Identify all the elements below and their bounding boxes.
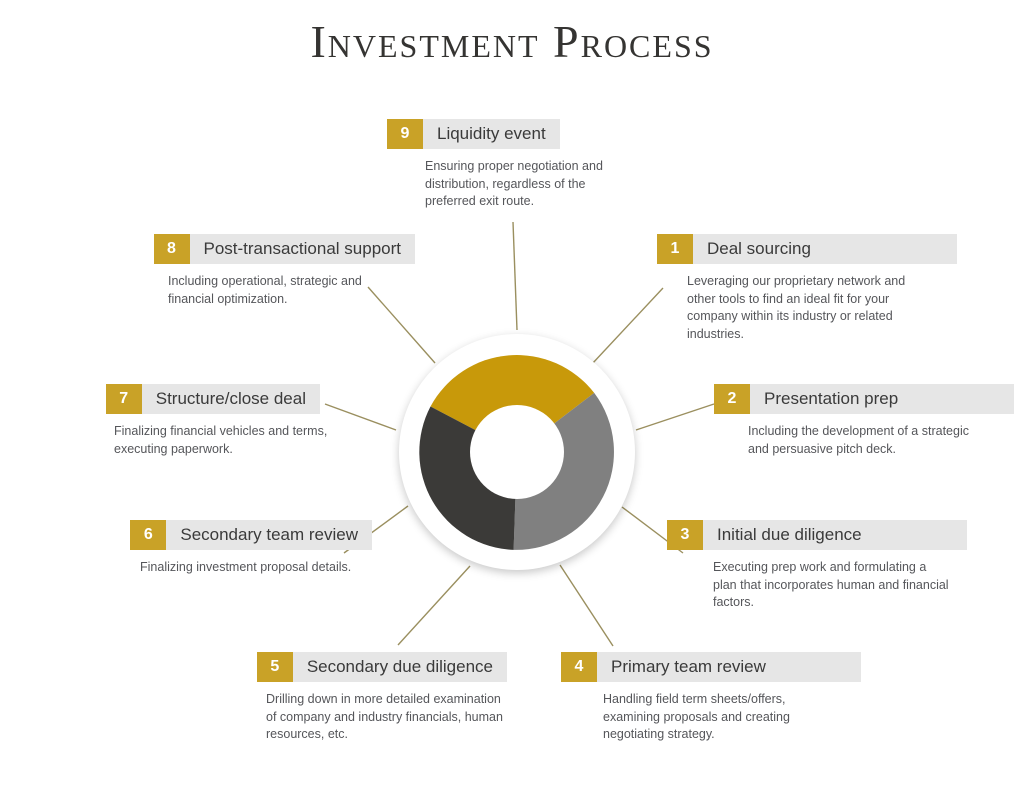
step-5[interactable]: 5 Secondary due diligence Drilling down … (222, 652, 507, 744)
donut-segment-gray (513, 392, 614, 550)
step-7-description: Finalizing financial vehicles and terms,… (114, 424, 328, 456)
step-2-bar[interactable]: 2 Presentation prep (714, 384, 1014, 414)
step-2[interactable]: 2 Presentation prep Including the develo… (714, 384, 1014, 458)
step-4-number: 4 (561, 652, 597, 682)
step-9[interactable]: 9 Liquidity event Ensuring proper negoti… (387, 119, 647, 211)
step-6-bar[interactable]: 6 Secondary team review (130, 520, 372, 550)
step-9-title: Liquidity event (437, 124, 546, 143)
step-6-title: Secondary team review (180, 525, 358, 544)
step-4-description: Handling field term sheets/offers, exami… (603, 692, 790, 741)
step-2-title: Presentation prep (764, 389, 899, 408)
step-7[interactable]: 7 Structure/close deal Finalizing financ… (80, 384, 327, 458)
step-2-number: 2 (714, 384, 750, 414)
connector-to-step-9 (512, 221, 518, 331)
donut-inner-hole (470, 405, 564, 499)
step-8-title: Post-transactional support (203, 239, 402, 258)
step-2-description: Including the development of a strategic… (748, 424, 969, 456)
step-6-number: 6 (130, 520, 167, 550)
step-1-number: 1 (657, 234, 693, 264)
step-3-bar[interactable]: 3 Initial due diligence (667, 520, 967, 550)
step-4-bar[interactable]: 4 Primary team review (561, 652, 861, 682)
donut-segment-gold (430, 354, 595, 452)
step-9-number: 9 (387, 119, 423, 149)
step-3[interactable]: 3 Initial due diligence Executing prep w… (667, 520, 967, 612)
connector-to-step-2 (635, 403, 715, 431)
step-7-number: 7 (105, 384, 142, 414)
step-9-bar[interactable]: 9 Liquidity event (387, 119, 560, 149)
step-6[interactable]: 6 Secondary team review Finalizing inves… (102, 520, 372, 577)
step-7-title: Structure/close deal (155, 389, 306, 408)
step-1[interactable]: 1 Deal sourcing Leveraging our proprieta… (657, 234, 957, 343)
step-5-title: Secondary due diligence (306, 657, 493, 676)
step-3-title: Initial due diligence (717, 525, 862, 544)
step-1-bar[interactable]: 1 Deal sourcing (657, 234, 957, 264)
step-4[interactable]: 4 Primary team review Handling field ter… (561, 652, 861, 744)
step-3-description: Executing prep work and formulating a pl… (713, 560, 949, 609)
step-5-description: Drilling down in more detailed examinati… (266, 692, 503, 741)
step-5-number: 5 (256, 652, 293, 682)
step-8[interactable]: 8 Post-transactional support Including o… (130, 234, 415, 308)
page-title: Investment Process (310, 16, 714, 67)
step-9-description: Ensuring proper negotiation and distribu… (425, 159, 603, 208)
connector-to-step-7 (324, 403, 397, 431)
connector-to-step-5 (397, 565, 471, 646)
donut-chart (399, 334, 635, 570)
step-8-number: 8 (153, 234, 190, 264)
donut-segments (419, 354, 614, 550)
connector-to-step-4 (559, 564, 614, 647)
step-8-bar[interactable]: 8 Post-transactional support (153, 234, 415, 264)
step-8-description: Including operational, strategic and fin… (168, 274, 362, 306)
step-3-number: 3 (667, 520, 703, 550)
step-4-title: Primary team review (611, 657, 766, 676)
step-5-bar[interactable]: 5 Secondary due diligence (256, 652, 507, 682)
step-1-description: Leveraging our proprietary network and o… (687, 274, 906, 341)
step-7-bar[interactable]: 7 Structure/close deal (105, 384, 320, 414)
step-1-title: Deal sourcing (707, 239, 811, 258)
step-6-description: Finalizing investment proposal details. (140, 560, 352, 574)
